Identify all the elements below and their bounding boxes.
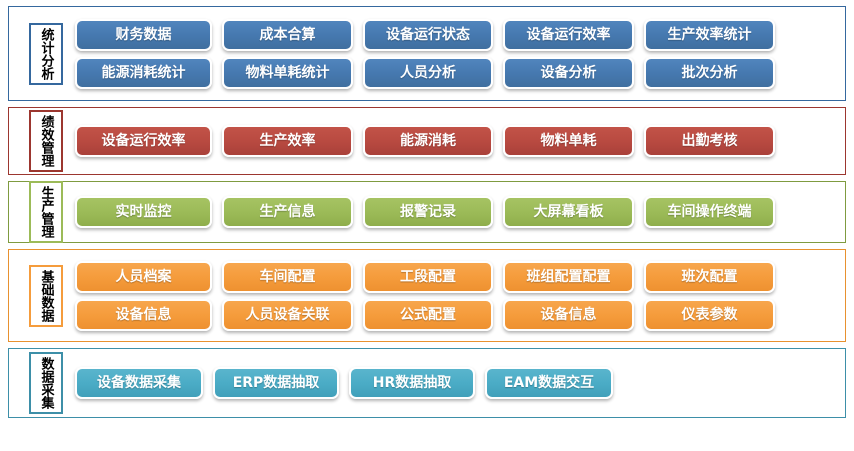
- section-label-basic-data: 基础数据: [29, 264, 63, 327]
- module-button-data-collection-0-2[interactable]: HR数据抽取: [349, 367, 475, 399]
- module-button-performance-0-4[interactable]: 出勤考核: [644, 125, 775, 157]
- section-basic-data: 基础数据人员档案车间配置工段配置班组配置配置班次配置设备信息人员设备关联公式配置…: [8, 249, 846, 342]
- section-label-performance: 绩效管理: [29, 110, 63, 172]
- module-button-performance-0-2[interactable]: 能源消耗: [363, 125, 493, 157]
- module-button-basic-data-0-4[interactable]: 班次配置: [644, 260, 775, 293]
- module-button-basic-data-1-1[interactable]: 人员设备关联: [222, 298, 353, 331]
- module-button-statistics-1-4[interactable]: 批次分析: [644, 56, 775, 89]
- module-button-basic-data-1-2[interactable]: 公式配置: [363, 298, 493, 331]
- module-button-production-0-2[interactable]: 报警记录: [363, 196, 493, 228]
- section-performance: 绩效管理设备运行效率生产效率能源消耗物料单耗出勤考核: [8, 107, 846, 175]
- module-button-statistics-0-0[interactable]: 财务数据: [75, 18, 212, 51]
- button-row: 人员档案车间配置工段配置班组配置配置班次配置: [75, 260, 839, 293]
- button-row: 设备信息人员设备关联公式配置设备信息仪表参数: [75, 298, 839, 331]
- section-body-production: 实时监控生产信息报警记录大屏幕看板车间操作终端: [63, 196, 839, 228]
- section-production: 生产管理实时监控生产信息报警记录大屏幕看板车间操作终端: [8, 181, 846, 243]
- module-button-basic-data-1-4[interactable]: 仪表参数: [644, 298, 775, 331]
- module-button-basic-data-0-0[interactable]: 人员档案: [75, 260, 212, 293]
- module-button-statistics-1-1[interactable]: 物料单耗统计: [222, 56, 353, 89]
- module-button-data-collection-0-0[interactable]: 设备数据采集: [75, 367, 203, 399]
- module-button-statistics-0-2[interactable]: 设备运行状态: [363, 18, 493, 51]
- module-button-statistics-0-1[interactable]: 成本合算: [222, 18, 353, 51]
- button-row: 实时监控生产信息报警记录大屏幕看板车间操作终端: [75, 196, 839, 228]
- module-button-basic-data-1-3[interactable]: 设备信息: [503, 298, 634, 331]
- module-button-basic-data-0-3[interactable]: 班组配置配置: [503, 260, 634, 293]
- section-label-production: 生产管理: [29, 181, 63, 243]
- button-row: 设备数据采集 ERP数据抽取 HR数据抽取 EAM数据交互: [75, 367, 839, 399]
- module-button-basic-data-1-0[interactable]: 设备信息: [75, 298, 212, 331]
- module-button-basic-data-0-1[interactable]: 车间配置: [222, 260, 353, 293]
- section-label-statistics: 统计分析: [29, 22, 63, 85]
- module-button-performance-0-0[interactable]: 设备运行效率: [75, 125, 212, 157]
- module-button-production-0-3[interactable]: 大屏幕看板: [503, 196, 634, 228]
- module-button-production-0-0[interactable]: 实时监控: [75, 196, 212, 228]
- module-button-data-collection-0-1[interactable]: ERP数据抽取: [213, 367, 339, 399]
- section-statistics: 统计分析财务数据成本合算设备运行状态设备运行效率生产效率统计能源消耗统计物料单耗…: [8, 6, 846, 101]
- module-button-performance-0-1[interactable]: 生产效率: [222, 125, 353, 157]
- module-button-data-collection-0-3[interactable]: EAM数据交互: [485, 367, 613, 399]
- module-button-statistics-0-3[interactable]: 设备运行效率: [503, 18, 634, 51]
- section-body-performance: 设备运行效率生产效率能源消耗物料单耗出勤考核: [63, 125, 839, 157]
- module-button-production-0-1[interactable]: 生产信息: [222, 196, 353, 228]
- section-body-statistics: 财务数据成本合算设备运行状态设备运行效率生产效率统计能源消耗统计物料单耗统计人员…: [63, 18, 839, 89]
- module-button-statistics-1-0[interactable]: 能源消耗统计: [75, 56, 212, 89]
- module-button-statistics-1-3[interactable]: 设备分析: [503, 56, 634, 89]
- section-body-data-collection: 设备数据采集 ERP数据抽取 HR数据抽取 EAM数据交互: [63, 367, 839, 399]
- section-label-data-collection: 数据采集: [29, 352, 63, 414]
- section-body-basic-data: 人员档案车间配置工段配置班组配置配置班次配置设备信息人员设备关联公式配置设备信息…: [63, 260, 839, 331]
- button-row: 能源消耗统计物料单耗统计人员分析设备分析批次分析: [75, 56, 839, 89]
- module-button-basic-data-0-2[interactable]: 工段配置: [363, 260, 493, 293]
- section-data-collection: 数据采集设备数据采集 ERP数据抽取 HR数据抽取 EAM数据交互: [8, 348, 846, 418]
- button-row: 设备运行效率生产效率能源消耗物料单耗出勤考核: [75, 125, 839, 157]
- module-button-statistics-1-2[interactable]: 人员分析: [363, 56, 493, 89]
- module-button-performance-0-3[interactable]: 物料单耗: [503, 125, 634, 157]
- module-button-statistics-0-4[interactable]: 生产效率统计: [644, 18, 775, 51]
- module-button-production-0-4[interactable]: 车间操作终端: [644, 196, 775, 228]
- button-row: 财务数据成本合算设备运行状态设备运行效率生产效率统计: [75, 18, 839, 51]
